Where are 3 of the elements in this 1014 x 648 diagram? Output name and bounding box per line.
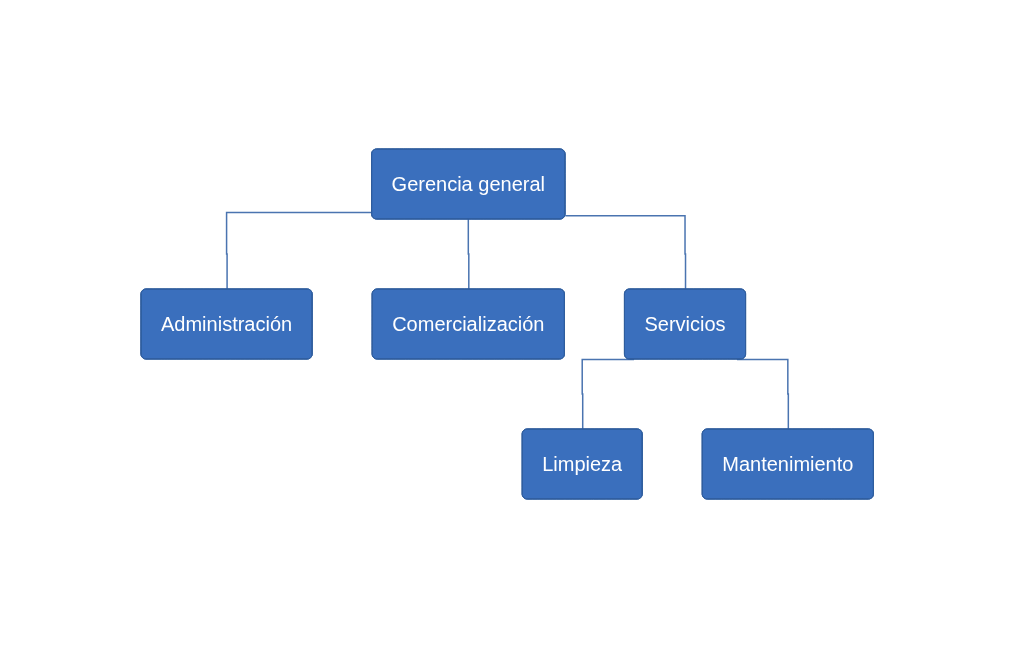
connector: [564, 214, 687, 291]
connector: [225, 211, 373, 291]
connector: [467, 218, 470, 291]
